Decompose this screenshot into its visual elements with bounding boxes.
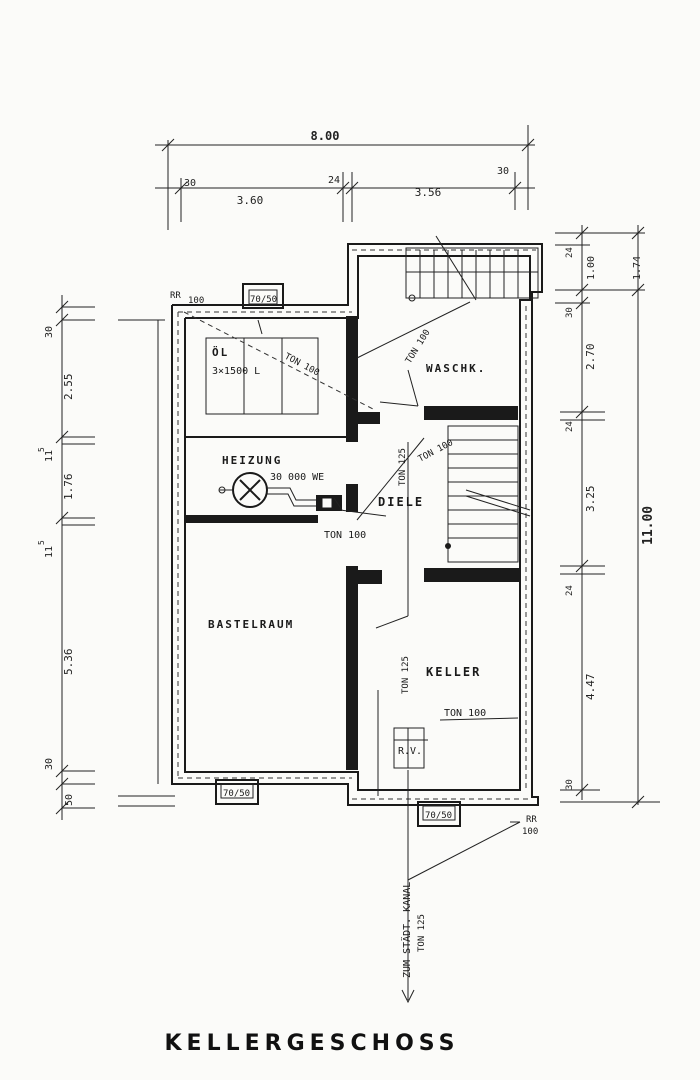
stairs-top bbox=[405, 235, 539, 302]
dim-left-2: 2.55 bbox=[62, 374, 75, 401]
dim-right-4: 2.70 bbox=[584, 344, 597, 371]
outer-walls bbox=[171, 243, 543, 806]
dim-right-total-top: 1.74 bbox=[632, 256, 643, 280]
left-dimensions: 30 2.55 11 5 1.76 11 5 5.36 30 50 bbox=[37, 295, 175, 820]
dim-left-5-sup: 5 bbox=[37, 540, 46, 545]
dim-top-right-span: 3.56 bbox=[415, 186, 442, 199]
dim-right-total: 11.00 bbox=[641, 506, 656, 545]
label-heating: HEIZUNG bbox=[222, 454, 282, 467]
boiler-symbol bbox=[218, 472, 343, 511]
label-hobby-room: BASTELRAUM bbox=[208, 618, 294, 631]
dim-left-3-sup: 5 bbox=[37, 447, 46, 452]
dim-left-1: 30 bbox=[44, 326, 55, 338]
label-rv: R.V. bbox=[398, 746, 422, 757]
plan-title: KELLERGESCHOSS bbox=[165, 1031, 460, 1056]
label-sewer-2: TON 125 bbox=[417, 914, 427, 952]
label-cellar: KELLER bbox=[426, 665, 481, 679]
stairs-mid bbox=[445, 425, 531, 563]
label-ton-stair: TON 100 bbox=[417, 438, 455, 465]
dim-top-total: 8.00 bbox=[311, 129, 340, 143]
label-rr-bottom: RR bbox=[526, 815, 537, 825]
dim-top-right-wall: 30 bbox=[497, 166, 509, 177]
label-ton-heizung: TON 100 bbox=[324, 530, 366, 541]
dim-top-left-span: 3.60 bbox=[237, 194, 264, 207]
label-laundry: WASCHK. bbox=[426, 362, 486, 375]
dim-right-6: 3.25 bbox=[584, 486, 597, 513]
label-window-bottom-right: 70/50 bbox=[425, 811, 452, 821]
label-ton-keller-v: TON 125 bbox=[401, 656, 411, 694]
label-rr-top-size: 100 bbox=[188, 296, 204, 306]
label-oil-capacity: 3×1500 L bbox=[212, 366, 260, 377]
window-bottom-left bbox=[215, 779, 259, 805]
dim-left-8: 50 bbox=[64, 794, 75, 806]
dim-right-7: 24 bbox=[565, 585, 575, 596]
dim-left-6: 5.36 bbox=[62, 649, 75, 676]
dim-right-2: 1.00 bbox=[586, 256, 597, 280]
label-sewer-1: ZUM STÄDT. KANAL bbox=[400, 882, 413, 978]
dim-left-7: 30 bbox=[44, 758, 55, 770]
dim-right-3: 30 bbox=[565, 307, 575, 318]
dim-left-5: 11 bbox=[44, 546, 55, 558]
right-dimensions: 24 1.00 30 2.70 24 3.25 24 4.47 30 1.74 … bbox=[555, 225, 660, 809]
dim-right-5: 24 bbox=[565, 421, 575, 432]
dim-left-3: 11 bbox=[44, 450, 55, 462]
label-hall: DIELE bbox=[378, 495, 424, 509]
top-dimensions: 8.00 30 3.60 24 3.56 30 bbox=[155, 125, 535, 230]
oil-tanks bbox=[205, 337, 319, 415]
label-window-top: 70/50 bbox=[250, 295, 277, 305]
label-rr-top: RR bbox=[170, 291, 181, 301]
dim-right-8: 4.47 bbox=[584, 674, 597, 701]
dim-top-left-wall: 30 bbox=[184, 178, 196, 189]
dim-right-1: 24 bbox=[565, 247, 575, 258]
window-top bbox=[242, 283, 284, 309]
label-ton-keller: TON 100 bbox=[444, 708, 486, 719]
dim-right-9: 30 bbox=[565, 779, 575, 790]
label-heating-power: 30 000 WE bbox=[270, 472, 324, 483]
drain-lines bbox=[183, 301, 521, 1004]
label-ton-diele-v: TON 125 bbox=[398, 448, 408, 486]
dim-top-mid-wall: 24 bbox=[328, 175, 340, 186]
label-oil: ÖL bbox=[212, 345, 229, 359]
label-rr-bottom-size: 100 bbox=[522, 827, 538, 837]
label-window-bottom-left: 70/50 bbox=[223, 789, 250, 799]
interior-walls bbox=[186, 316, 520, 770]
window-bottom-right bbox=[417, 801, 461, 827]
label-ton-waschk: TON 100 bbox=[404, 328, 433, 365]
dim-left-4: 1.76 bbox=[62, 474, 75, 501]
